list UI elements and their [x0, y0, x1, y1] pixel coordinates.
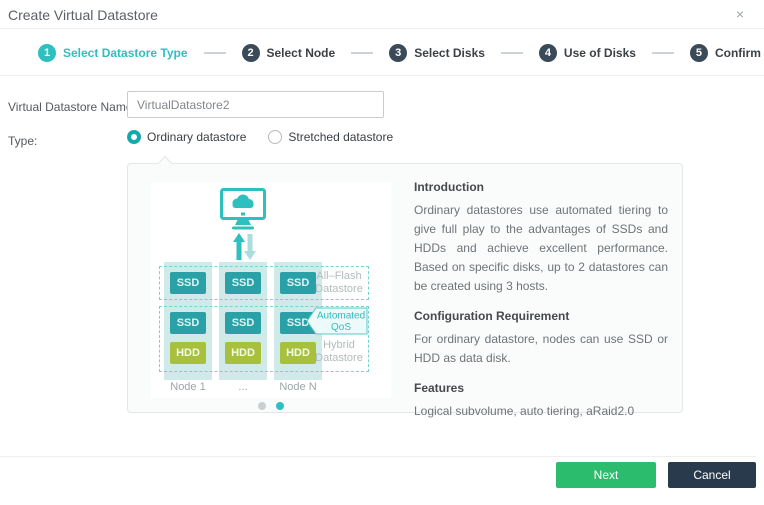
node-label: Node N	[279, 381, 317, 393]
radio-label: Ordinary datastore	[147, 130, 247, 144]
hdd-disk-block: HDD	[170, 342, 206, 364]
section-heading-introduction: Introduction	[414, 180, 484, 194]
radio-selected-icon[interactable]	[127, 130, 141, 144]
section-body-features: Logical subvolume, auto tiering, aRaid2.…	[414, 404, 635, 418]
panel-caret	[157, 155, 173, 171]
all-flash-datastore-label: All–Flash Datastore	[315, 270, 363, 295]
step-number-badge: 4	[538, 44, 557, 62]
step-label: Select Datastore Type	[63, 46, 188, 60]
carousel-pagination	[151, 402, 391, 410]
step-number-badge: 5	[689, 44, 708, 62]
step-label: Select Node	[266, 46, 336, 60]
node-label: Node 1	[170, 381, 206, 393]
cloud-monitor-icon	[220, 188, 266, 230]
step-number-badge: 2	[241, 44, 260, 62]
datastore-type-info-panel: SSD SSD SSD SSD SSD SSD HDD HDD HDD All–…	[127, 155, 683, 418]
step-select-node[interactable]: 2 Select Node	[241, 44, 336, 62]
carousel-dot-1[interactable]	[257, 402, 266, 410]
step-select-disks[interactable]: 3 Select Disks	[389, 44, 485, 62]
ssd-disk-block: SSD	[280, 312, 316, 334]
ssd-disk-block: SSD	[170, 312, 206, 334]
dialog-title: Create Virtual Datastore	[8, 7, 158, 23]
hdd-disk-block: HDD	[225, 342, 261, 364]
section-body-introduction: Ordinary datastores use automated tierin…	[414, 203, 668, 293]
hybrid-datastore-label: Hybrid Datastore	[315, 339, 363, 364]
titlebar-divider	[0, 28, 764, 29]
ssd-disk-block: SSD	[280, 272, 316, 294]
all-flash-datastore-box	[159, 266, 369, 300]
radio-ordinary-datastore[interactable]: Ordinary datastore	[127, 130, 246, 144]
radio-label: Stretched datastore	[288, 130, 394, 144]
hybrid-datastore-box	[159, 306, 369, 372]
datastore-name-input[interactable]	[127, 91, 384, 118]
stepper-divider	[0, 75, 764, 76]
cancel-button[interactable]: Cancel	[668, 462, 756, 488]
step-select-datastore-type[interactable]: 1 Select Datastore Type	[38, 44, 188, 62]
step-confirm[interactable]: 5 Confirm	[689, 44, 761, 62]
section-heading-features: Features	[414, 381, 465, 395]
section-body-configuration-requirement: For ordinary datastore, nodes can use SS…	[414, 332, 668, 365]
type-label: Type:	[8, 134, 38, 148]
step-connector	[203, 52, 226, 54]
qos-badge-line1: Automated	[317, 311, 365, 322]
step-connector	[351, 52, 374, 54]
step-number-badge: 1	[38, 44, 56, 62]
next-button[interactable]: Next	[556, 462, 656, 488]
wizard-stepper: 1 Select Datastore Type 2 Select Node 3 …	[38, 36, 761, 70]
radio-unselected-icon[interactable]	[268, 130, 283, 144]
section-heading-configuration-requirement: Configuration Requirement	[414, 309, 570, 323]
ssd-disk-block: SSD	[225, 312, 261, 334]
tiering-arrows-icon	[233, 233, 256, 260]
step-label: Use of Disks	[563, 46, 636, 60]
step-connector	[651, 52, 674, 54]
footer-divider	[0, 456, 756, 457]
close-icon[interactable]: ×	[735, 6, 744, 22]
qos-badge-line2: QoS	[331, 322, 351, 333]
step-use-of-disks[interactable]: 4 Use of Disks	[538, 44, 636, 62]
type-radio-group: Ordinary datastore Stretched datastore	[127, 130, 393, 144]
ssd-disk-block: SSD	[225, 272, 261, 294]
ssd-disk-block: SSD	[170, 272, 206, 294]
datastore-name-label: Virtual Datastore Name:	[8, 100, 136, 114]
node-ellipsis-label: ...	[238, 381, 248, 393]
step-number-badge: 3	[389, 44, 408, 62]
ordinary-datastore-illustration: SSD SSD SSD SSD SSD SSD HDD HDD HDD All–…	[151, 182, 391, 398]
automated-qos-badge: Automated QoS	[306, 307, 368, 335]
datastore-type-description: Introduction Ordinary datastores use aut…	[414, 180, 668, 434]
step-label: Confirm	[714, 46, 761, 60]
radio-stretched-datastore[interactable]: Stretched datastore	[268, 130, 393, 144]
step-label: Select Disks	[414, 46, 485, 60]
carousel-dot-2[interactable]	[276, 402, 285, 410]
hdd-disk-block: HDD	[280, 342, 316, 364]
step-connector	[500, 52, 523, 54]
